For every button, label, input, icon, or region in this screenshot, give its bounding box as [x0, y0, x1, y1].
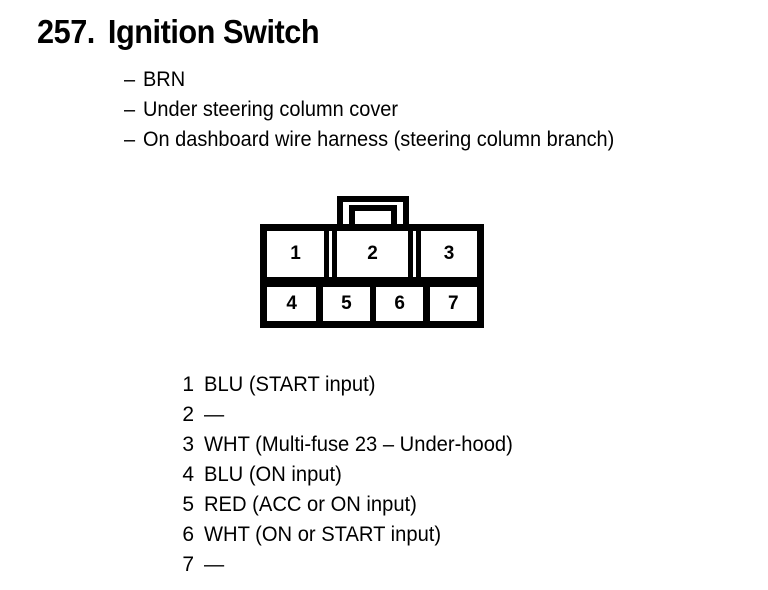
- connector-diagram: 1 2 3 4 5 6 7: [260, 196, 484, 328]
- cell-divider-single: [422, 287, 430, 321]
- note-text: On dashboard wire harness (steering colu…: [143, 128, 615, 151]
- legend-row: 4 BLU (ON input): [176, 460, 526, 490]
- legend-row: 7 —: [176, 550, 526, 580]
- connector-latch-outer: [337, 196, 409, 228]
- legend-row: 2 —: [176, 400, 526, 430]
- connector-pin-cell-1: 1: [267, 231, 324, 277]
- legend-pin-number: 7: [182, 553, 194, 576]
- cell-divider-single: [369, 287, 377, 321]
- legend-pin-number: 3: [182, 433, 194, 456]
- legend-pin-number: 1: [182, 373, 194, 396]
- legend-row: 5 RED (ACC or ON input): [176, 490, 526, 520]
- section-number: 257.: [37, 13, 95, 50]
- dash-marker: –: [124, 128, 136, 151]
- legend-pin-number: 6: [182, 523, 194, 546]
- dash-marker: –: [124, 98, 136, 121]
- note-item: –Under steering column cover: [124, 95, 614, 125]
- legend-pin-description: WHT (ON or START input): [204, 523, 442, 546]
- connector-pin-cell-2: 2: [337, 231, 408, 277]
- dash-marker: –: [124, 68, 136, 91]
- legend-pin-description: —: [204, 403, 225, 426]
- cell-divider-double: [408, 231, 421, 277]
- connector-body: 1 2 3 4 5 6 7: [260, 224, 484, 328]
- connector-bottom-row: 4 5 6 7: [267, 287, 478, 321]
- legend-row: 3 WHT (Multi-fuse 23 – Under-hood): [176, 430, 526, 460]
- legend-pin-description: BLU (START input): [204, 373, 376, 396]
- note-item: –On dashboard wire harness (steering col…: [124, 125, 614, 155]
- cell-divider-double: [324, 231, 337, 277]
- legend-pin-number: 5: [182, 493, 194, 516]
- legend-pin-description: —: [204, 553, 225, 576]
- connector-pin-cell-5: 5: [323, 287, 370, 321]
- connector-latch-inner: [349, 205, 397, 228]
- legend-row: 1 BLU (START input): [176, 370, 526, 400]
- page-title: 257. Ignition Switch: [37, 13, 320, 51]
- legend-pin-description: WHT (Multi-fuse 23 – Under-hood): [204, 433, 513, 456]
- pin-legend: 1 BLU (START input) 2 — 3 WHT (Multi-fus…: [176, 370, 526, 580]
- cell-divider-single: [316, 287, 324, 321]
- connector-pin-cell-6: 6: [376, 287, 423, 321]
- connector-pin-cell-7: 7: [429, 287, 478, 321]
- connector-top-row: 1 2 3: [267, 231, 477, 277]
- legend-pin-description: RED (ACC or ON input): [204, 493, 417, 516]
- legend-pin-number: 2: [182, 403, 194, 426]
- notes-list: –BRN –Under steering column cover –On da…: [124, 65, 614, 155]
- section-title: Ignition Switch: [107, 13, 320, 50]
- legend-pin-number: 4: [182, 463, 194, 486]
- note-item: –BRN: [124, 65, 614, 95]
- legend-pin-description: BLU (ON input): [204, 463, 342, 486]
- connector-pin-cell-3: 3: [421, 231, 477, 277]
- note-text: BRN: [143, 68, 186, 91]
- connector-pin-cell-4: 4: [267, 287, 317, 321]
- legend-row: 6 WHT (ON or START input): [176, 520, 526, 550]
- note-text: Under steering column cover: [143, 98, 399, 121]
